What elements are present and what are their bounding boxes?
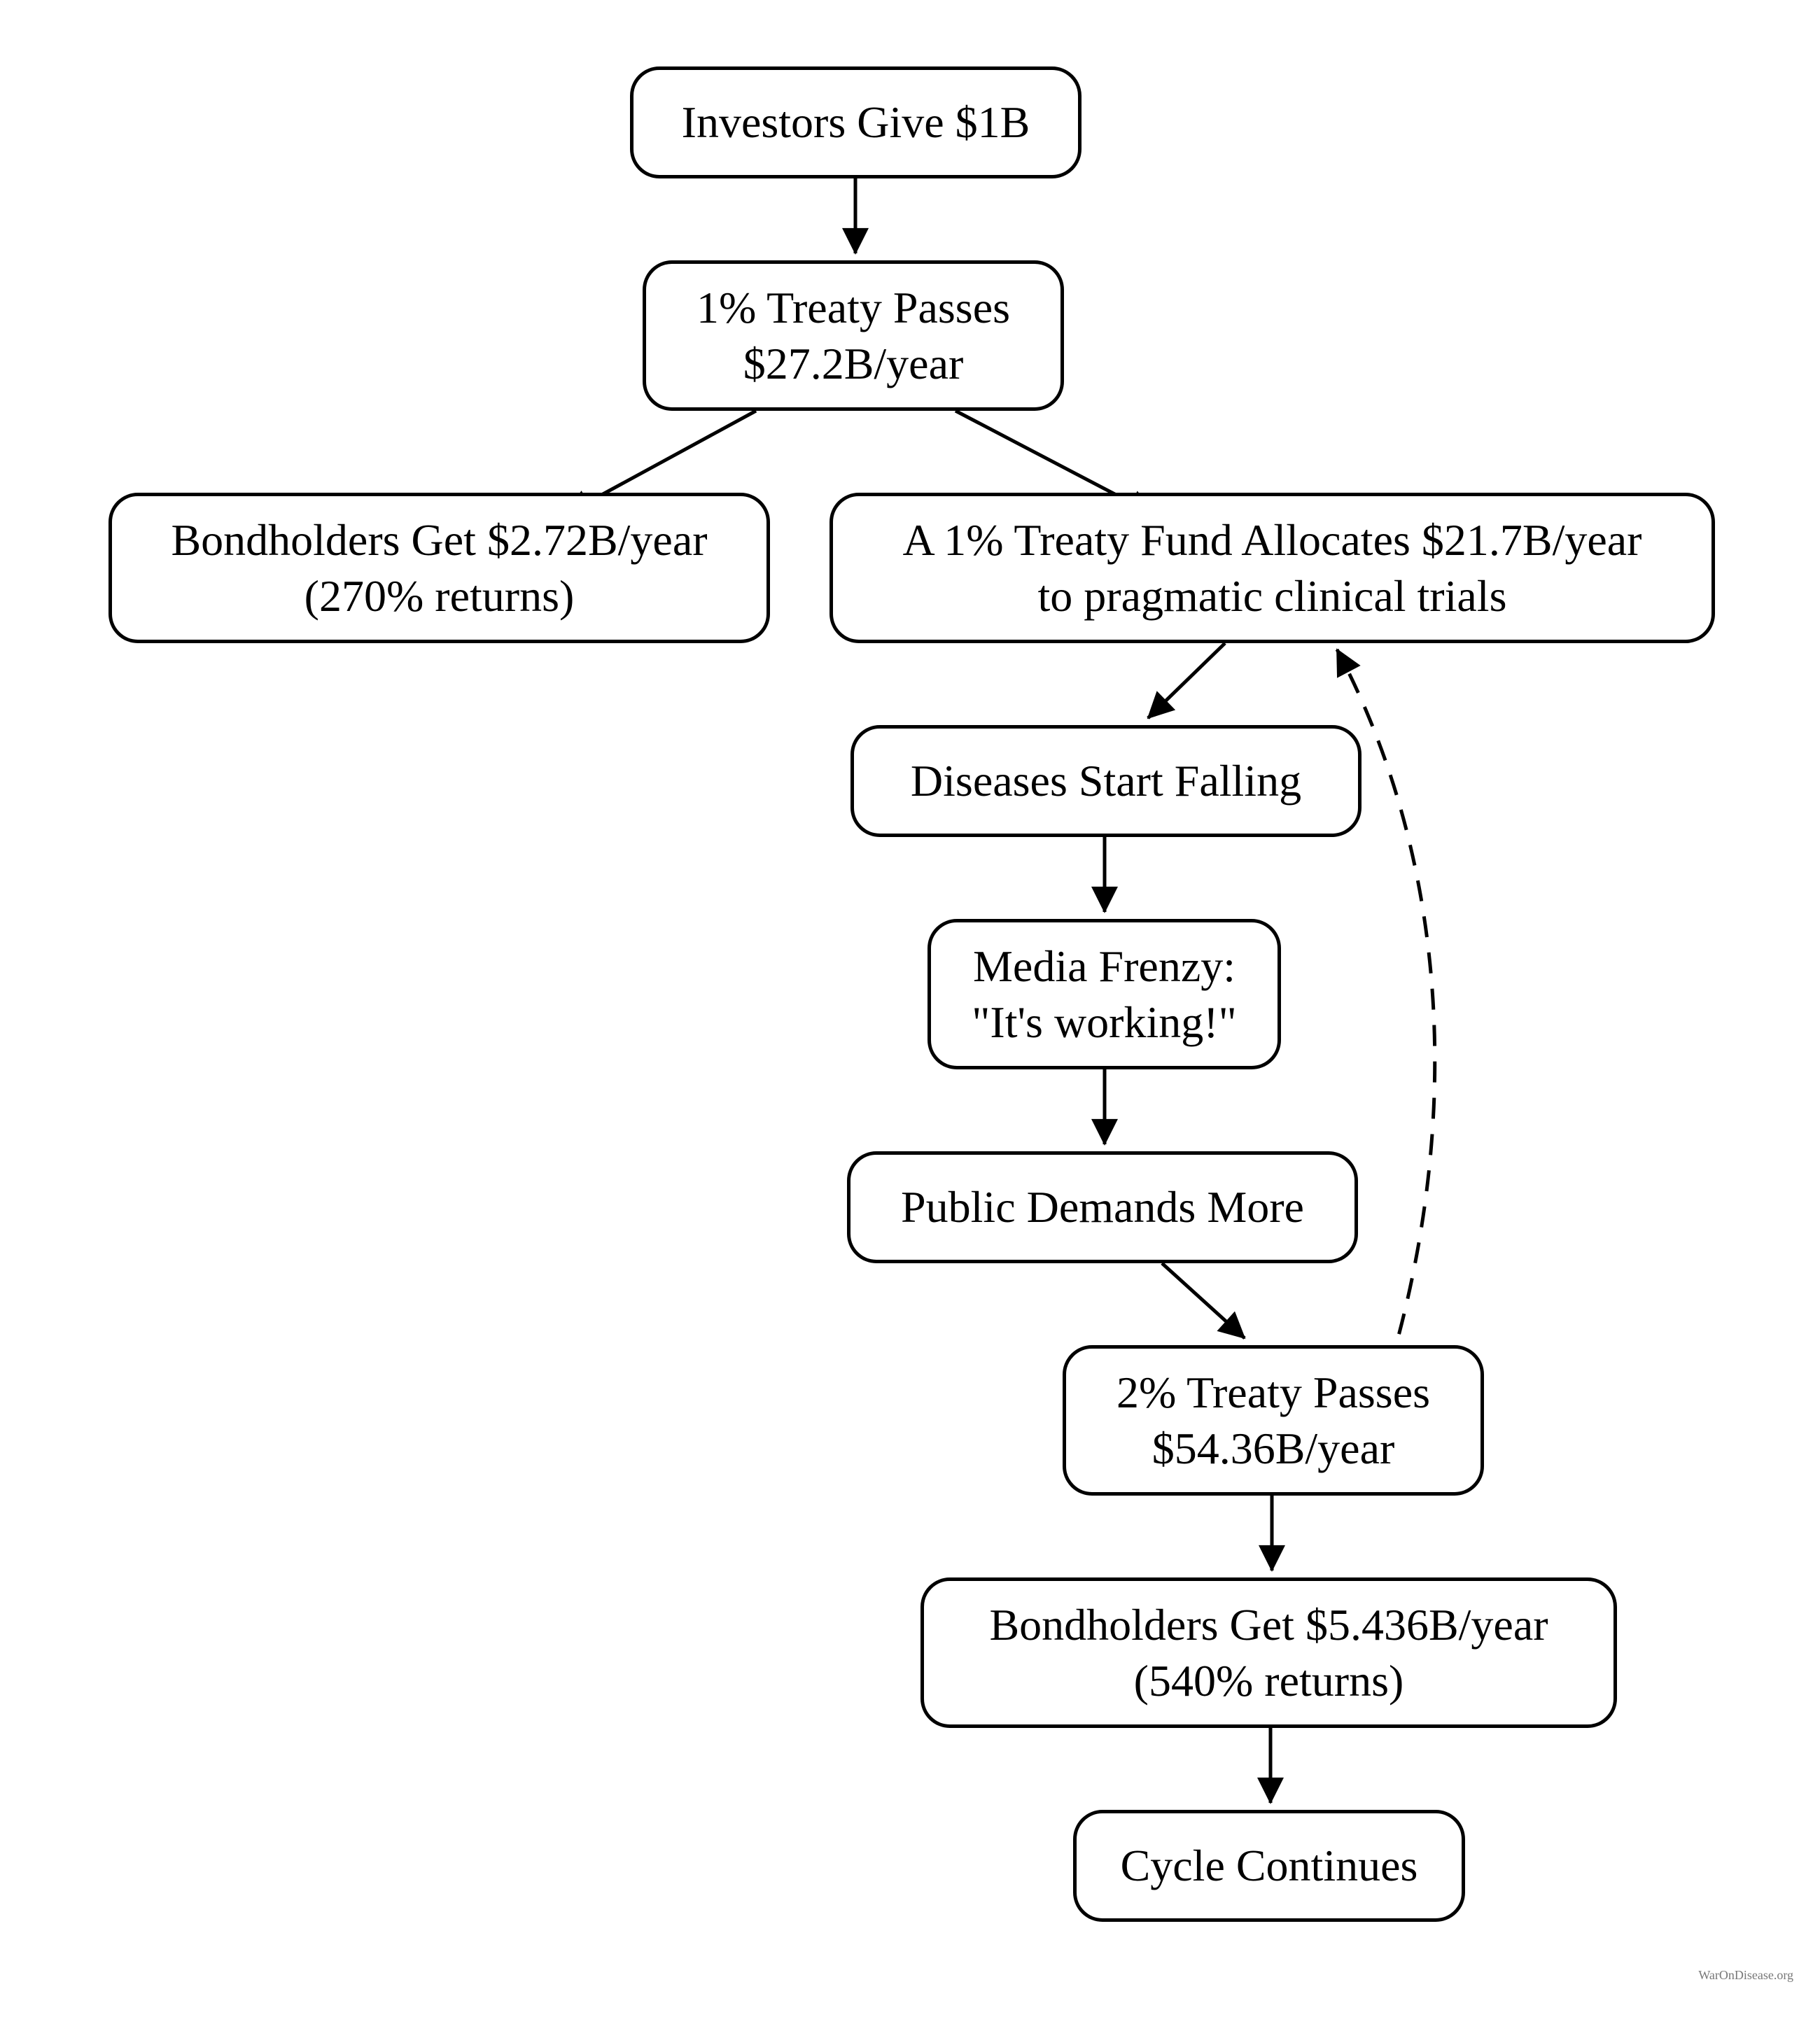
- node-label: Cycle Continues: [1120, 1841, 1418, 1890]
- node-label: Media Frenzy:: [973, 941, 1236, 991]
- node-label: $54.36B/year: [1152, 1423, 1395, 1473]
- node-label: $27.2B/year: [743, 338, 964, 388]
- node-label: Bondholders Get $5.436B/year: [989, 1599, 1548, 1650]
- node-label: Investors Give $1B: [681, 97, 1030, 147]
- watermark-text: WarOnDisease.org: [1698, 1968, 1793, 1982]
- edge-public-treaty2: [1161, 1262, 1246, 1340]
- node-investors: Investors Give $1B: [630, 66, 1082, 178]
- node-treaty1: 1% Treaty Passes $27.2B/year: [643, 260, 1064, 411]
- node-label: Public Demands More: [901, 1182, 1304, 1232]
- node-label: Bondholders Get $2.72B/year: [171, 514, 708, 565]
- node-label: 2% Treaty Passes: [1116, 1367, 1431, 1417]
- node-diseases: Diseases Start Falling: [850, 725, 1362, 837]
- node-bondholders2: Bondholders Get $5.436B/year (540% retur…: [920, 1577, 1617, 1728]
- node-label: (270% returns): [304, 570, 575, 621]
- edge-fund-diseases: [1147, 642, 1226, 719]
- node-public-demand: Public Demands More: [847, 1151, 1358, 1263]
- node-label: to pragmatic clinical trials: [1037, 570, 1507, 621]
- node-label: (540% returns): [1133, 1655, 1404, 1706]
- node-media: Media Frenzy: "It's working!": [927, 919, 1281, 1069]
- node-fund: A 1% Treaty Fund Allocates $21.7B/year t…: [830, 493, 1715, 643]
- edge-treaty2-fund-feedback: [1335, 648, 1437, 1439]
- node-treaty2: 2% Treaty Passes $54.36B/year: [1063, 1345, 1484, 1496]
- node-label: "It's working!": [972, 997, 1237, 1047]
- node-cycle: Cycle Continues: [1073, 1810, 1465, 1922]
- node-bondholders1: Bondholders Get $2.72B/year (270% return…: [108, 493, 770, 643]
- node-label: Diseases Start Falling: [910, 756, 1302, 806]
- node-label: A 1% Treaty Fund Allocates $21.7B/year: [902, 514, 1642, 565]
- node-label: 1% Treaty Passes: [696, 282, 1011, 332]
